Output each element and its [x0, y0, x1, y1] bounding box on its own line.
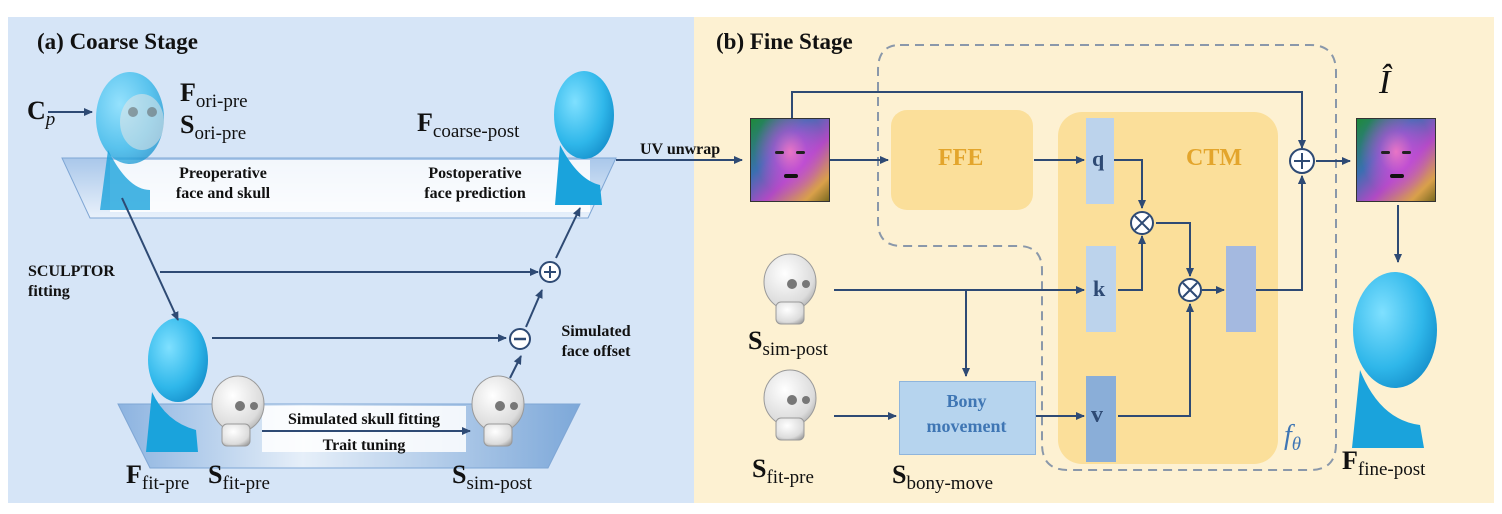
- skull-icon: [471, 375, 525, 447]
- skull-icon: [763, 369, 817, 441]
- face-mesh-icon: [1352, 272, 1437, 448]
- f-fit-pre-label: Ffit-pre: [126, 460, 190, 494]
- q-label: q: [1092, 146, 1105, 171]
- uv-unwrap-label: UV unwrap: [640, 141, 721, 158]
- plus-operator-icon: [539, 261, 561, 283]
- fine-s-sim-post-label: Ssim-post: [748, 326, 828, 360]
- f-fine-post-label: Ffine-post: [1342, 446, 1426, 480]
- bony-label-line1: Bony: [946, 391, 987, 411]
- i-hat-label: Î: [1379, 64, 1391, 101]
- bony-label-line2: movement: [926, 416, 1007, 436]
- face-mesh-icon: [554, 71, 614, 205]
- fine-stage-title: (b) Fine Stage: [716, 29, 853, 54]
- v-label: v: [1091, 402, 1103, 428]
- trait-tuning-label: Trait tuning: [322, 437, 406, 454]
- f-ori-pre-label: Fori-pre: [180, 78, 248, 112]
- f-theta-label: fθ: [1284, 420, 1302, 455]
- uv-map-icon: [1356, 118, 1436, 202]
- ctm-output-vector: [1226, 246, 1256, 332]
- coarse-stage-title: (a) Coarse Stage: [37, 29, 198, 54]
- face-mesh-icon: [146, 318, 208, 452]
- simulated-skull-fitting-label: Simulated skull fitting: [287, 411, 441, 428]
- s-bony-move-label: Sbony-move: [892, 460, 994, 494]
- skull-icon: [763, 253, 817, 325]
- k-vector: [1086, 246, 1116, 332]
- bony-movement-module: [899, 381, 1036, 455]
- k-label: k: [1093, 276, 1106, 301]
- cp-label: Cp: [27, 96, 56, 130]
- plus-operator-icon: [1289, 148, 1315, 174]
- ffe-module: [891, 110, 1033, 210]
- s-ori-pre-label: Sori-pre: [180, 110, 247, 144]
- s-fit-pre-label: Sfit-pre: [208, 460, 270, 494]
- face-mesh-icon: [96, 72, 164, 210]
- v-vector: [1086, 376, 1116, 462]
- minus-operator-icon: [509, 328, 531, 350]
- fine-s-fit-pre-label: Sfit-pre: [752, 454, 814, 488]
- s-sim-post-label: Ssim-post: [452, 460, 532, 494]
- ffe-label: FFE: [938, 145, 984, 171]
- skull-icon: [211, 375, 265, 447]
- f-coarse-post-label: Fcoarse-post: [417, 108, 520, 142]
- q-vector: [1086, 118, 1114, 204]
- ctm-label: CTM: [1186, 145, 1242, 171]
- f-theta-region: [877, 44, 1337, 471]
- uv-map-icon: [750, 118, 830, 202]
- bony-movement-label: Bony movement: [899, 389, 1034, 439]
